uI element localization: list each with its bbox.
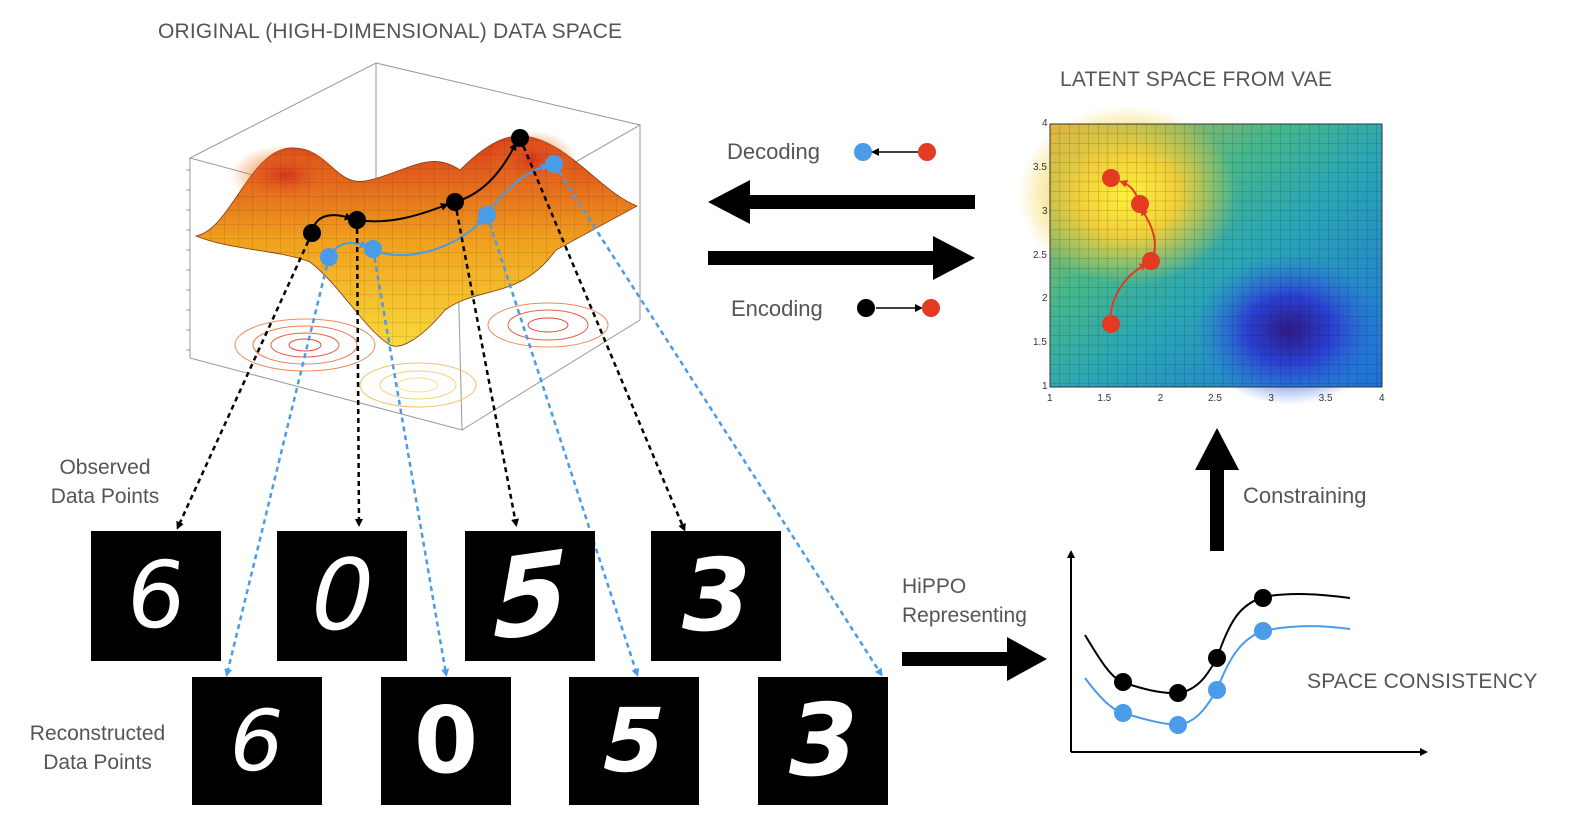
latent-x-tick-label: 1 xyxy=(1047,393,1053,404)
encoding-legend-icon xyxy=(857,299,940,317)
reconstructed-digit-image: 0 xyxy=(381,677,511,805)
latent-y-tick-label: 1 xyxy=(1042,381,1048,392)
hippo-label-line1: HiPPO xyxy=(902,575,967,598)
reconstructed-digit-image: 5 xyxy=(569,677,699,805)
observed-digit-glyph: 5 xyxy=(480,531,580,661)
observed-digit-glyph: 0 xyxy=(298,539,386,653)
reconstructed-data-points-label: Reconstructed Data Points xyxy=(15,719,180,777)
observed-digit-image: 3 xyxy=(651,531,781,661)
latent-y-tick-label: 1.5 xyxy=(1033,337,1047,349)
observed-label-line2: Data Points xyxy=(50,485,160,508)
reconstructed-digit-glyph: 3 xyxy=(777,682,869,799)
observed-digit-glyph: 6 xyxy=(121,542,191,649)
latent-space-title: LATENT SPACE FROM VAE xyxy=(1060,68,1333,91)
latent-y-tick-label: 4 xyxy=(1042,118,1048,129)
reconstructed-label-line1: Reconstructed xyxy=(29,722,166,745)
decoding-legend-icon xyxy=(854,143,936,161)
decoding-label: Decoding xyxy=(727,139,820,164)
reconstructed-digit-image: 3 xyxy=(758,677,888,805)
reconstructed-digit-glyph: 5 xyxy=(592,689,676,792)
latent-y-tick-label: 2 xyxy=(1042,293,1048,305)
latent-x-tick-label: 1.5 xyxy=(1097,393,1112,404)
observed-digit-image: 6 xyxy=(91,531,221,661)
latent-x-tick-label: 3 xyxy=(1268,393,1274,404)
observed-digit-image: 0 xyxy=(277,531,407,661)
surface-axis-ticks xyxy=(186,169,190,351)
observed-projection-arrows xyxy=(176,137,686,532)
observed-label-line1: Observed xyxy=(59,456,151,479)
reconstructed-digit-glyph: 6 xyxy=(221,692,293,790)
surface-contours xyxy=(234,287,609,408)
hippo-arrow xyxy=(902,637,1047,681)
observed-digit-glyph: 3 xyxy=(670,537,762,654)
latent-y-tick-label: 2.5 xyxy=(1033,249,1047,261)
latent-x-tick-label: 2.5 xyxy=(1208,393,1222,404)
consistency-black-points xyxy=(1114,589,1272,702)
surface-plot-3d xyxy=(186,62,642,431)
observed-digit-image: 5 xyxy=(465,531,595,661)
latent-x-tick-label: 2 xyxy=(1157,393,1164,404)
encoding-label: Encoding xyxy=(731,296,823,321)
consistency-plot xyxy=(1067,550,1428,756)
latent-x-tick-label: 4 xyxy=(1379,393,1385,404)
reconstructed-projection-arrows xyxy=(224,163,883,677)
data-space-title: ORIGINAL (HIGH-DIMENSIONAL) DATA SPACE xyxy=(158,20,623,43)
hippo-label-line2: Representing xyxy=(902,604,1027,627)
encoding-arrow xyxy=(708,236,975,280)
reconstructed-label-line2: Data Points xyxy=(43,751,152,774)
reconstructed-digit-image: 6 xyxy=(192,677,322,805)
latent-y-tick-label: 3.5 xyxy=(1033,161,1047,173)
latent-y-tick-label: 3 xyxy=(1042,205,1048,217)
observed-data-points-label: Observed Data Points xyxy=(30,453,180,511)
constraining-label: Constraining xyxy=(1243,483,1367,508)
latent-heatmap xyxy=(1018,105,1385,405)
latent-x-tick-label: 3.5 xyxy=(1318,393,1333,404)
hippo-representing-label: HiPPO Representing xyxy=(902,572,1027,630)
reconstructed-digit-glyph: 0 xyxy=(413,687,478,794)
decoding-arrow xyxy=(708,180,975,224)
space-consistency-title: SPACE CONSISTENCY xyxy=(1307,670,1538,693)
constraining-arrow xyxy=(1195,428,1239,551)
consistency-blue-points xyxy=(1114,622,1272,734)
latent-red-points xyxy=(1102,169,1160,333)
